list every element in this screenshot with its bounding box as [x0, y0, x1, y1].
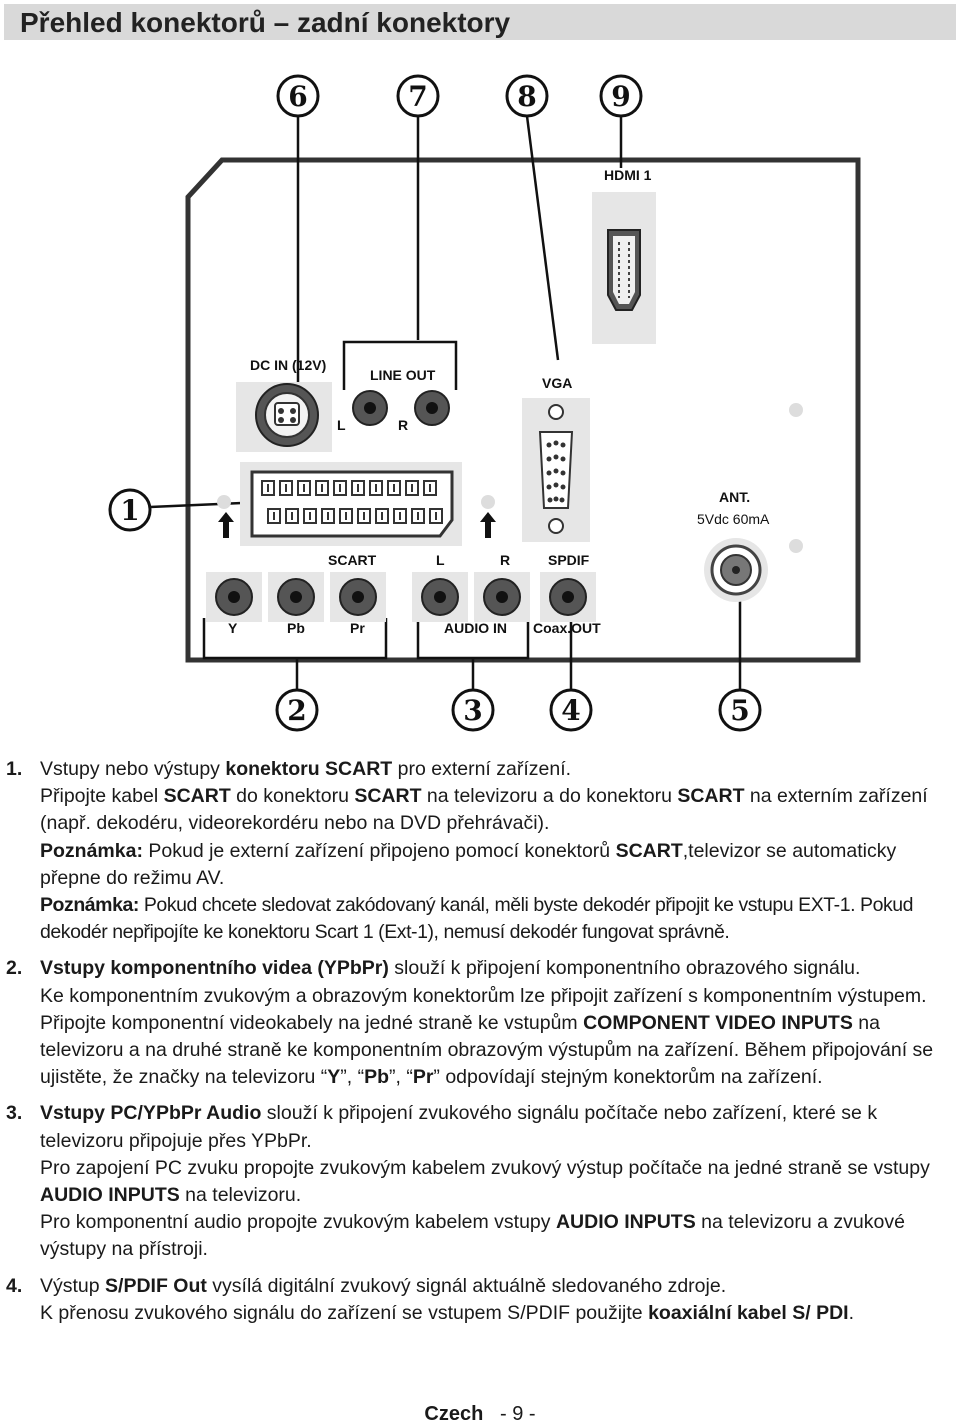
- page-title: Přehled konektorů – zadní konektory: [20, 7, 511, 38]
- y-label: Y: [228, 620, 238, 636]
- callout-9: 9: [611, 80, 630, 113]
- spdif-label: SPDIF: [548, 552, 590, 568]
- ant-label: ANT.: [719, 489, 750, 505]
- footer-page-number: - 9 -: [500, 1403, 536, 1425]
- vga-port: [538, 404, 574, 534]
- pb-label: Pb: [287, 620, 305, 636]
- callout-8: 8: [517, 80, 536, 113]
- item-line: Vstupy komponentního videa (YPbPr) slouž…: [40, 957, 861, 980]
- item-component-video: 2. Vstupy komponentního videa (YPbPr) sl…: [6, 955, 956, 1091]
- item-number: 1.: [6, 758, 23, 780]
- vga-label: VGA: [542, 375, 572, 391]
- audioin-label: AUDIO IN: [444, 620, 507, 636]
- item-line: Poznámka: Pokud chcete sledovat zakódova…: [40, 894, 914, 944]
- connector-diagram-svg: 6 7 8 9 1 2 3 4 5 HDMI 1: [108, 74, 861, 732]
- item-line: Výstup S/PDIF Out vysílá digitální zvuko…: [40, 1274, 727, 1297]
- audioin-l-label: L: [436, 552, 445, 568]
- callout-5: 5: [730, 694, 749, 727]
- item-line: Připojte kabel SCART do konektoru SCART …: [40, 785, 928, 835]
- audioin-r-label: R: [500, 552, 510, 568]
- item-line: Ke komponentním zvukovým a obrazovým kon…: [40, 984, 934, 1089]
- antenna-port: [704, 538, 768, 602]
- item-line: Vstupy nebo výstupy konektoru SCART pro …: [40, 758, 572, 780]
- scart-pins: [261, 480, 443, 524]
- callout-2: 2: [287, 694, 306, 727]
- item-number: 2.: [6, 957, 23, 980]
- coaxout-label: Coax.OUT: [533, 620, 601, 636]
- connector-diagram: 6 7 8 9 1 2 3 4 5 HDMI 1: [0, 60, 960, 740]
- item-number: 4.: [6, 1274, 23, 1297]
- item-pc-audio: 3. Vstupy PC/YPbPr Audio slouží k připoj…: [6, 1100, 956, 1263]
- callout-group: 6 7 8 9 1 2 3 4 5: [108, 74, 762, 732]
- item-line: Pro komponentní audio propojte zvukovým …: [40, 1211, 905, 1261]
- lineout-l-label: L: [337, 417, 346, 433]
- hdmi-label: HDMI 1: [604, 167, 652, 183]
- item-number: 3.: [6, 1102, 23, 1125]
- lineout-label: LINE OUT: [370, 367, 436, 383]
- item-spdif: 4. Výstup S/PDIF Out vysílá digitální zv…: [6, 1273, 956, 1327]
- callout-1: 1: [120, 494, 139, 527]
- callout-3: 3: [463, 694, 482, 727]
- dcin-label: DC IN (12V): [250, 357, 326, 373]
- ant-power-label: 5Vdc 60mA: [697, 511, 770, 527]
- item-line: Poznámka: Pokud je externí zařízení přip…: [40, 839, 897, 889]
- item-scart: 1. Vstupy nebo výstupy konektoru SCART p…: [6, 756, 956, 946]
- item-line: Vstupy PC/YPbPr Audio slouží k připojení…: [40, 1102, 878, 1152]
- connector-descriptions: 1. Vstupy nebo výstupy konektoru SCART p…: [6, 756, 956, 1336]
- page-header: Přehled konektorů – zadní konektory: [4, 4, 956, 40]
- dcin-port: [255, 383, 319, 447]
- rca-jacks: [206, 572, 596, 622]
- hdmi-port: [607, 229, 641, 311]
- callout-7: 7: [408, 80, 427, 113]
- scart-label: SCART: [328, 552, 377, 568]
- callout-6: 6: [288, 80, 307, 113]
- scart-port: [250, 470, 454, 538]
- page-footer: Czech - 9 -: [0, 1403, 960, 1426]
- footer-language: Czech: [424, 1403, 484, 1425]
- pr-label: Pr: [350, 620, 365, 636]
- item-line: K přenosu zvukového signálu do zařízení …: [40, 1301, 855, 1324]
- lineout-r-label: R: [398, 417, 408, 433]
- callout-4: 4: [561, 694, 580, 727]
- arrow-icons: [218, 512, 496, 538]
- item-line: Pro zapojení PC zvuku propojte zvukovým …: [40, 1156, 930, 1207]
